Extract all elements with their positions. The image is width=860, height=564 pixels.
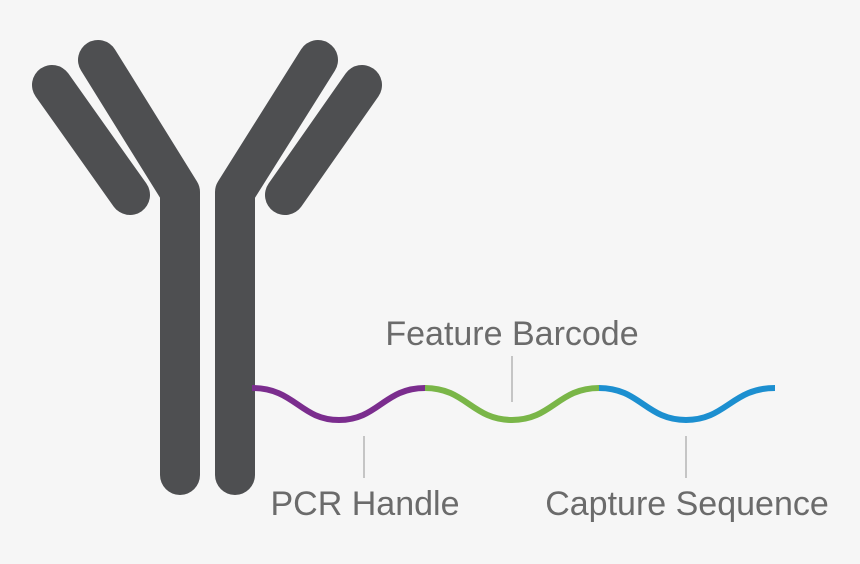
antibody-left-heavy-chain	[78, 40, 200, 495]
antibody-icon	[32, 40, 382, 495]
antibody-right-heavy-chain	[215, 40, 338, 495]
pcr-handle-segment	[251, 385, 426, 424]
antibody-left-outer-arm	[32, 65, 150, 215]
capture-sequence-label: Capture Sequence	[545, 485, 829, 523]
feature-barcode-segment	[424, 385, 600, 424]
pcr-handle-label: PCR Handle	[271, 485, 460, 523]
capture-sequence-segment	[598, 385, 776, 424]
antibody-right-outer-arm	[265, 65, 382, 215]
feature-barcode-label: Feature Barcode	[385, 315, 638, 353]
